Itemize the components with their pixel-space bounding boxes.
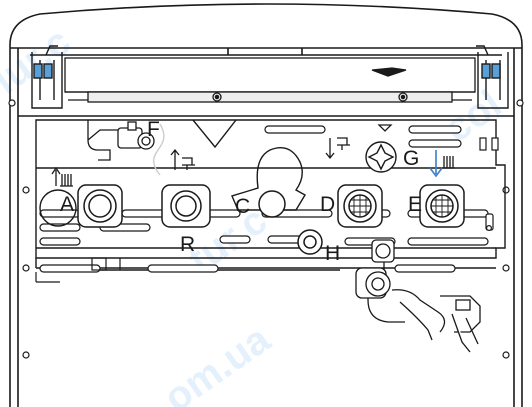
label-r: R xyxy=(180,233,195,256)
label-g: G xyxy=(403,147,419,170)
flow-symbols xyxy=(51,124,455,187)
fitting-a xyxy=(77,184,123,228)
bracket-left xyxy=(31,45,63,109)
bracket-right xyxy=(476,45,509,109)
fitting-h xyxy=(297,229,323,255)
valve-g xyxy=(365,141,397,173)
center-features xyxy=(39,119,306,227)
casing xyxy=(9,3,523,407)
fitting-d xyxy=(337,184,383,228)
label-d: D xyxy=(320,193,335,216)
side-screws xyxy=(8,99,524,359)
fitting-r xyxy=(161,184,211,228)
label-a: A xyxy=(60,193,74,216)
watermark-bottom: om.ua xyxy=(156,317,278,407)
label-h: H xyxy=(325,242,340,265)
label-c: C xyxy=(235,195,250,218)
upper-panel xyxy=(64,57,476,103)
pipe-f-assembly xyxy=(87,120,155,161)
fitting-c xyxy=(258,190,286,218)
fitting-e xyxy=(419,184,465,228)
lower-right-assembly xyxy=(355,239,481,353)
labels: A R C D E F G H xyxy=(60,118,422,265)
label-e: E xyxy=(408,193,422,216)
label-f: F xyxy=(147,118,160,141)
lower-left-bracket xyxy=(35,257,121,283)
